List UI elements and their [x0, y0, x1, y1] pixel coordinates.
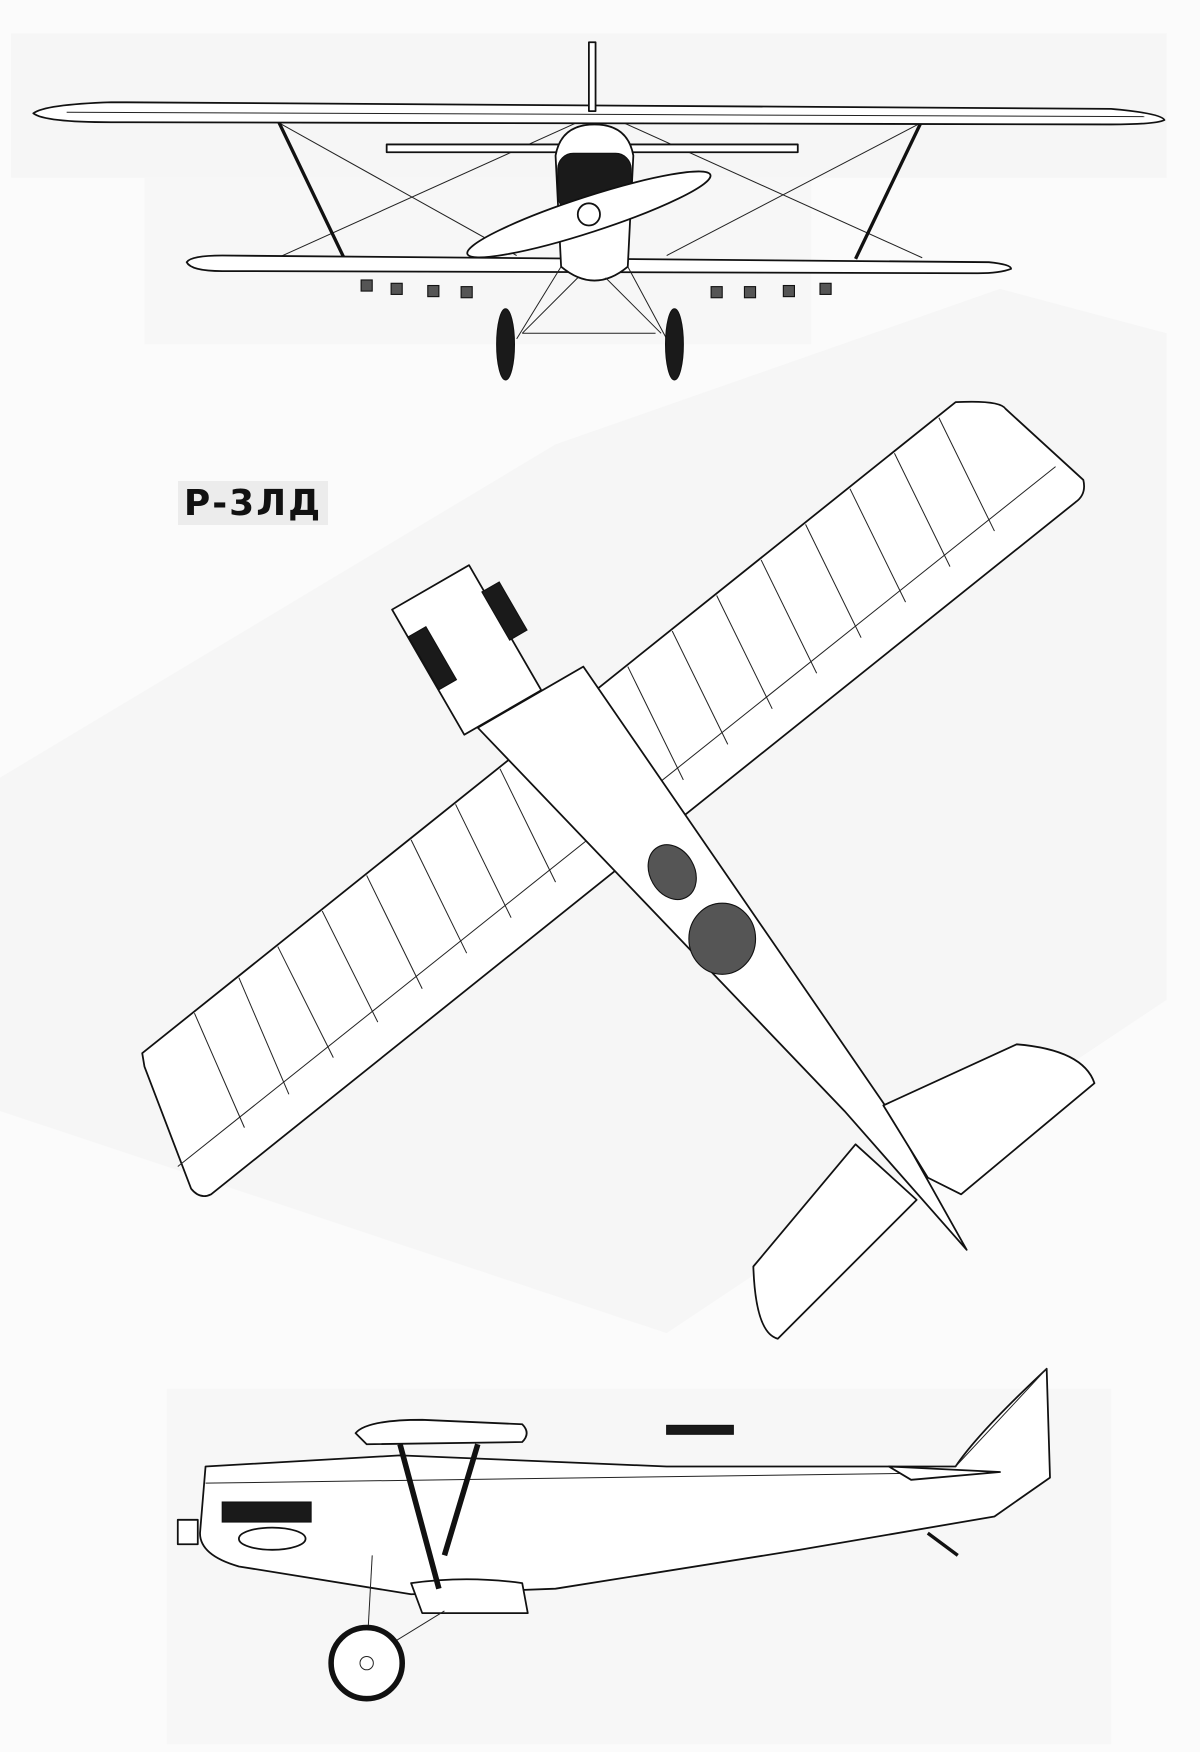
wheel-side: [328, 1624, 405, 1702]
front-view: [32, 41, 1166, 381]
right-tailplane: [882, 1043, 1096, 1196]
upper-wing-side: [354, 1418, 528, 1446]
pilot-cockpit: [647, 844, 697, 901]
machine-gun: [666, 1424, 734, 1435]
left-tailplane: [752, 1143, 918, 1340]
top-view: [141, 400, 1096, 1340]
engine-cylinders: [221, 1501, 312, 1523]
left-wheel: [496, 308, 515, 381]
gunner-cockpit: [688, 902, 757, 975]
aircraft-designation-label: Р-3ЛД: [178, 481, 328, 525]
side-view: [176, 1367, 1051, 1702]
upper-wing-front: [32, 101, 1166, 126]
wing-ribs: [193, 417, 995, 1128]
lower-wing-side: [410, 1578, 529, 1615]
right-wheel: [665, 308, 684, 381]
